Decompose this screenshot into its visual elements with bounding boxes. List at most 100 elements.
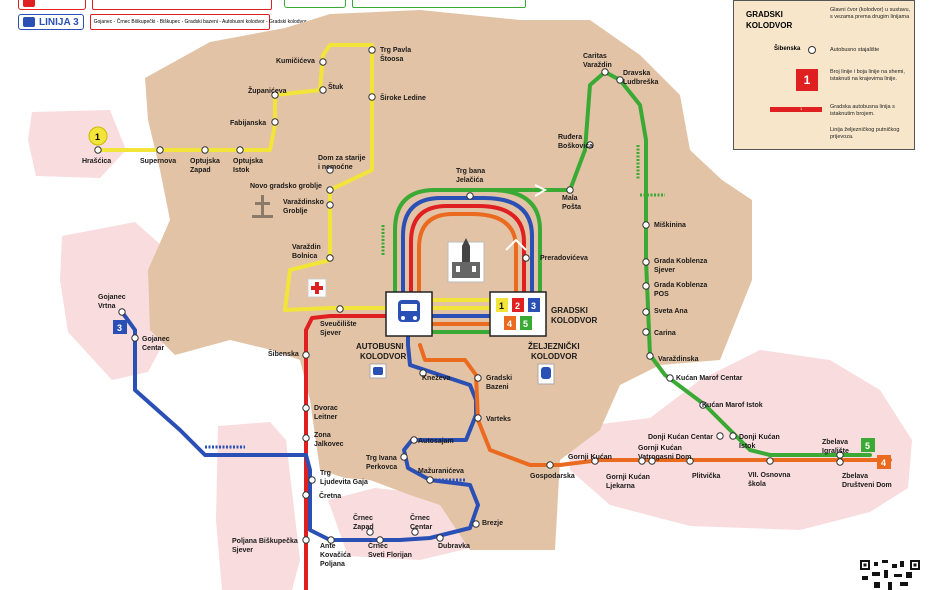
station-label: Sjever [654,267,675,274]
station-label: Varaždinska [658,356,699,363]
station-label: Caritas [583,53,607,60]
stop-marker [766,457,774,465]
station-label: Trg bana [456,168,485,175]
station-label: Črnec [368,541,388,550]
station: Gospodarska [530,461,575,480]
bus-icon [23,17,35,27]
station-label: Trg Pavla [380,47,411,54]
station-label: Gospodarska [530,473,575,480]
terminal-badge-line-3: 3 [113,320,127,334]
station: Kućan Marof Istok [699,401,763,409]
city-station-label-2: KOLODVOR [551,316,597,325]
station: Hrašćica [82,146,111,165]
stop-marker [466,192,474,200]
stop-marker [326,201,334,209]
station-label: Grada Koblenza [654,282,707,289]
stop-marker [472,520,480,528]
key-stop-desc: Autobusno stajalište [830,47,880,53]
station-label: Dom za starije [318,155,366,162]
stop-marker [642,221,650,229]
bus-icon [373,367,383,375]
station-label: Poljana Biškupečka [232,538,298,545]
station-label: Varaždinsko [283,199,324,206]
stop-marker [368,93,376,101]
station-label: Fabijanska [230,120,266,127]
station-label: Varaždin [583,62,612,69]
svg-text:3: 3 [117,323,122,333]
stop-marker [836,458,844,466]
station-label: Županićeva [248,86,287,95]
bus-station-label-1: AUTOBUSNI [356,342,403,351]
stop-marker [319,58,327,66]
station-label: Carina [654,330,676,337]
hub-badge-3: 3 [531,301,536,311]
bus-icon [23,0,35,7]
station-label: Optujska [233,158,263,165]
stop-marker [646,352,654,360]
stop-marker [302,404,310,412]
stop-marker [400,453,408,461]
stop-marker [642,308,650,316]
station-label: Donji Kućan Centar [648,434,713,441]
stop-marker [729,432,737,440]
key-line-desc: Gradska autobusna linija s istaknutim br… [830,104,895,117]
station-label: Zbelava [842,473,868,480]
train-station-label-2: KOLODVOR [531,352,577,361]
stop-marker [836,451,844,459]
key-stop-symbol [808,46,816,54]
stop-marker [326,166,334,174]
station-label: Zapad [353,524,374,531]
train-icon [541,367,551,379]
station-label: Šibenska [268,349,299,358]
cemetery-icon [252,195,273,218]
station-label: Zapad [190,167,211,174]
station-label: Sveta Ana [654,308,688,315]
station-label: Preradovićeva [540,255,588,262]
station-label: Društveni Dom [842,482,892,489]
station-label: Centar [410,524,432,531]
station-label: Črnec [410,513,430,522]
terminal-badge-line-4: 4 [877,455,891,469]
station-label: Ruđera [558,134,582,141]
train-station-hub: ŽELJEZNIČKI KOLODVOR [528,342,580,385]
station: Supernova [140,146,176,165]
stop-marker [156,146,164,154]
legend-desc-line-5 [352,0,526,8]
terminal-badge-line-5: 5 [861,438,875,452]
station: Donji Kućan Centar [648,432,724,441]
station: Plitvička [686,457,721,480]
stop-marker [566,186,574,194]
station-label: Pošta [562,204,581,211]
qr-code [860,560,920,590]
legend-row-line-5 [284,0,526,8]
stop-marker [546,461,554,469]
key-badge-desc: Broj linije i boja linije na shemi, ista… [830,69,905,82]
station-label: Miškinina [654,222,686,229]
city-station-label-1: GRADSKI [551,306,588,315]
station: Varteks [474,414,511,423]
terminal-badge-line-1: 1 [88,126,108,146]
hub-badge-4: 4 [507,319,512,329]
station-label: Kućan Marof Istok [702,402,763,409]
stop-marker [271,91,279,99]
station: Fabijanska [230,118,279,127]
station-label: Trg Ivana [366,455,397,462]
station: Šibenska [268,349,310,359]
stop-marker [591,457,599,465]
line-5-route [458,70,872,457]
hub-badge-2: 2 [515,301,520,311]
